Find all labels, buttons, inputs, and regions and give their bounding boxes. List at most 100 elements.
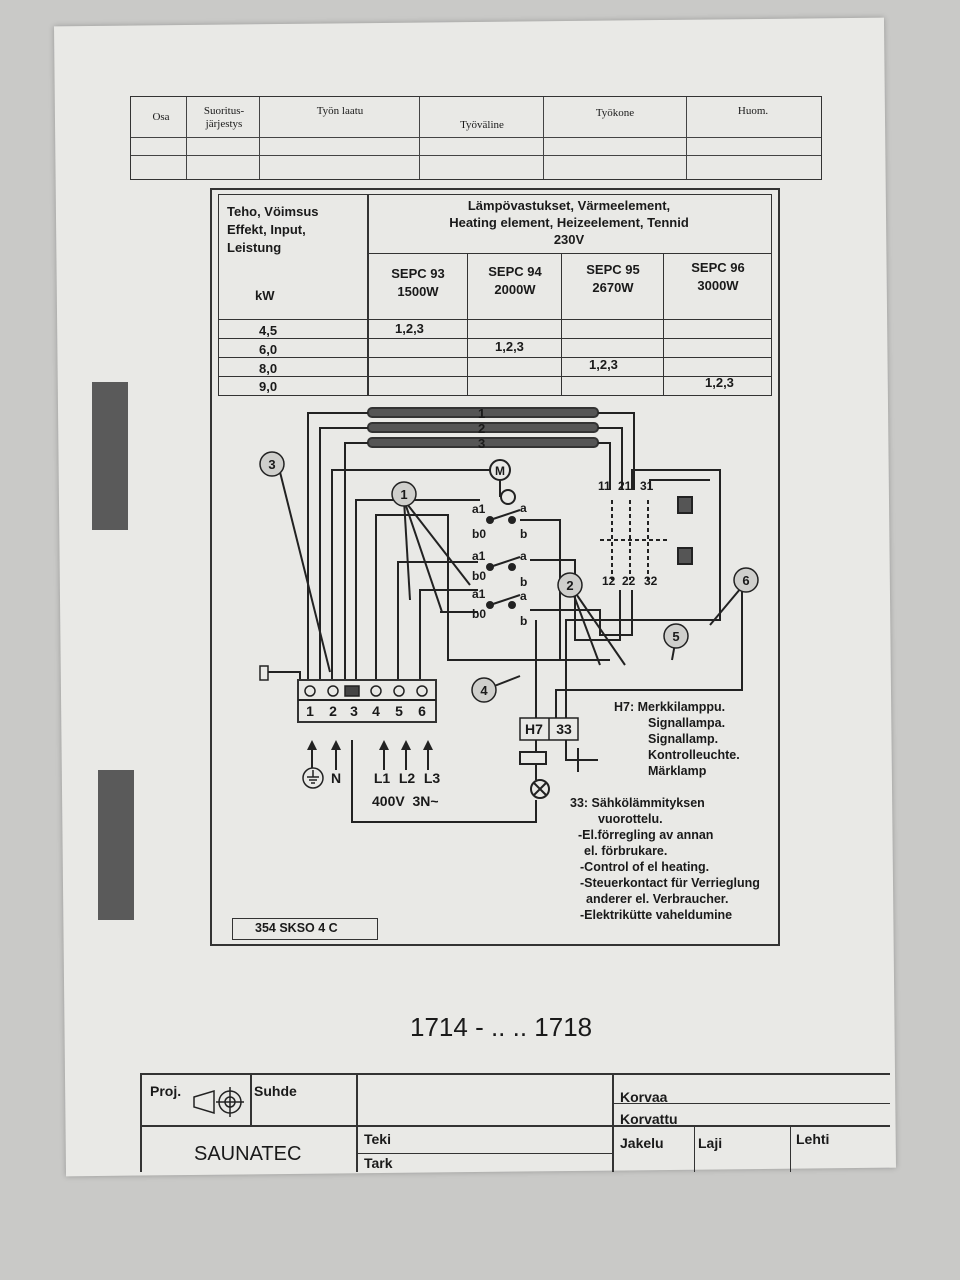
header-tyokone: Työkone [595, 107, 635, 119]
contact-bottom-32: 32 [644, 574, 658, 588]
header-form: Osa Suoritus- järjestys Työn laatu Työvä… [130, 96, 822, 180]
table-unit: kW [255, 288, 275, 303]
row-value-2: 1,2,3 [495, 339, 524, 354]
terminal-3: 3 [350, 703, 358, 719]
callout-6: 6 [742, 573, 749, 588]
supply-l1: L1 [374, 770, 391, 786]
col-model-2: SEPC 94 [488, 264, 542, 279]
row-kw-3: 8,0 [259, 361, 278, 376]
terminal-6: 6 [418, 703, 426, 719]
note-33-line-7: anderer el. Verbraucher. [586, 892, 729, 906]
header-huom: Huom. [737, 105, 769, 117]
contact-bottom-22: 22 [622, 574, 636, 588]
note-33: 33: Sähkölämmityksen vuorottelu. -El.för… [570, 795, 760, 923]
note-33-line-4: el. förbrukare. [584, 844, 668, 858]
footer-title-block: Proj. Suhde SAUNATEC Teki Tark Korvaa Ko… [140, 1073, 890, 1172]
footer-korvaa: Korvaa [620, 1089, 668, 1105]
heater-label-2: 2 [478, 421, 485, 436]
header-osa: Osa [152, 111, 170, 123]
note-33-line-2: vuorottelu. [598, 812, 663, 826]
supply-l3: L3 [424, 770, 441, 786]
figure-number: 1714 - .. .. 1718 [410, 1012, 593, 1042]
switch-label-3: a [520, 501, 527, 515]
note-h7-line-2: Signallampa. [648, 716, 726, 730]
heater-label-1: 1 [478, 406, 485, 421]
note-h7-line-3: Signallamp. [648, 732, 719, 746]
col-power-1: 1500W [397, 284, 439, 299]
note-33-line-8: -Elektrikütte vaheldumine [580, 908, 733, 922]
note-h7-line-4: Kontrolleuchte. [648, 748, 740, 762]
table-left-head-1: Teho, Vöimsus [227, 204, 319, 219]
table-title-1: Lämpövastukset, Värmeelement, [467, 198, 671, 213]
header-suoritus-1: Suoritus- [203, 105, 245, 117]
switch-label-12: b [520, 614, 527, 628]
row-kw-1: 4,5 [259, 323, 278, 338]
note-h7-line-5: Märklamp [648, 764, 707, 778]
contact-top-11: 11 [598, 479, 611, 493]
table-title-3: 230V [553, 232, 585, 247]
callout-4: 4 [480, 683, 488, 698]
note-33-line-6: -Steuerkontact für Verrieglung [580, 876, 760, 890]
header-tyovaline: Työväline [460, 119, 504, 131]
header-suoritus-2: järjestys [205, 118, 243, 130]
terminal-1: 1 [306, 703, 314, 719]
box-h7: H7 [525, 721, 543, 737]
switch-label-11: a [520, 589, 527, 603]
tape-strip-top [92, 382, 128, 530]
supply-l2: L2 [399, 770, 416, 786]
switch-label-6: b0 [472, 569, 486, 583]
motor-label: M [495, 464, 505, 478]
header-tyon-laatu: Työn laatu [316, 105, 364, 117]
callout-1: 1 [400, 487, 407, 502]
switch-label-7: a [520, 549, 527, 563]
note-33-line-5: -Control of el heating. [580, 860, 710, 874]
col-power-2: 2000W [494, 282, 536, 297]
switch-label-2: b0 [472, 527, 486, 541]
note-h7-line-1: H7: Merkkilamppu. [614, 700, 726, 714]
row-value-1: 1,2,3 [395, 321, 424, 336]
note-h7: H7: Merkkilamppu. Signallampa. Signallam… [614, 699, 740, 779]
note-33-line-3: -El.förregling av annan [578, 828, 714, 842]
contact-top-21: 21 [618, 479, 632, 493]
callout-3: 3 [268, 457, 275, 472]
table-left-head-3: Leistung [227, 240, 282, 255]
contact-bottom-12: 12 [602, 574, 616, 588]
col-model-1: SEPC 93 [391, 266, 445, 281]
footer-teki: Teki [364, 1131, 391, 1147]
heater-label-3: 3 [478, 436, 485, 451]
callout-2: 2 [566, 578, 573, 593]
switch-label-5: a1 [472, 549, 486, 563]
footer-lehti: Lehti [796, 1131, 830, 1147]
tape-strip-bottom [98, 770, 134, 920]
footer-suhde: Suhde [254, 1083, 297, 1099]
ground-icon [306, 770, 320, 786]
footer-tark: Tark [364, 1155, 393, 1171]
footer-proj: Proj. [150, 1083, 182, 1099]
drawing-code-box: 354 SKSO 4 C [232, 918, 378, 940]
col-model-4: SEPC 96 [691, 260, 745, 275]
terminal-4: 4 [372, 703, 380, 719]
col-power-3: 2670W [592, 280, 634, 295]
table-title-2: Heating element, Heizeelement, Tennid [449, 215, 689, 230]
col-power-4: 3000W [697, 278, 739, 293]
drawing-frame [210, 188, 780, 946]
col-model-3: SEPC 95 [586, 262, 640, 277]
footer-korvattu: Korvattu [620, 1111, 678, 1127]
footer-laji: Laji [698, 1135, 723, 1151]
projection-symbol-icon [192, 1087, 244, 1122]
row-kw-4: 9,0 [259, 379, 278, 394]
drawing-code: 354 SKSO 4 C [255, 921, 338, 935]
switch-label-9: a1 [472, 587, 486, 601]
terminal-5: 5 [395, 703, 403, 719]
terminal-2: 2 [329, 703, 337, 719]
switch-label-10: b0 [472, 607, 486, 621]
row-kw-2: 6,0 [259, 342, 278, 357]
switch-label-8: b [520, 575, 527, 589]
callout-5: 5 [672, 629, 679, 644]
supply-voltage: 400V 3N~ [372, 793, 439, 809]
footer-company: SAUNATEC [194, 1143, 302, 1165]
contact-top-31: 31 [640, 479, 654, 493]
box-33: 33 [556, 721, 572, 737]
switch-label-4: b [520, 527, 527, 541]
